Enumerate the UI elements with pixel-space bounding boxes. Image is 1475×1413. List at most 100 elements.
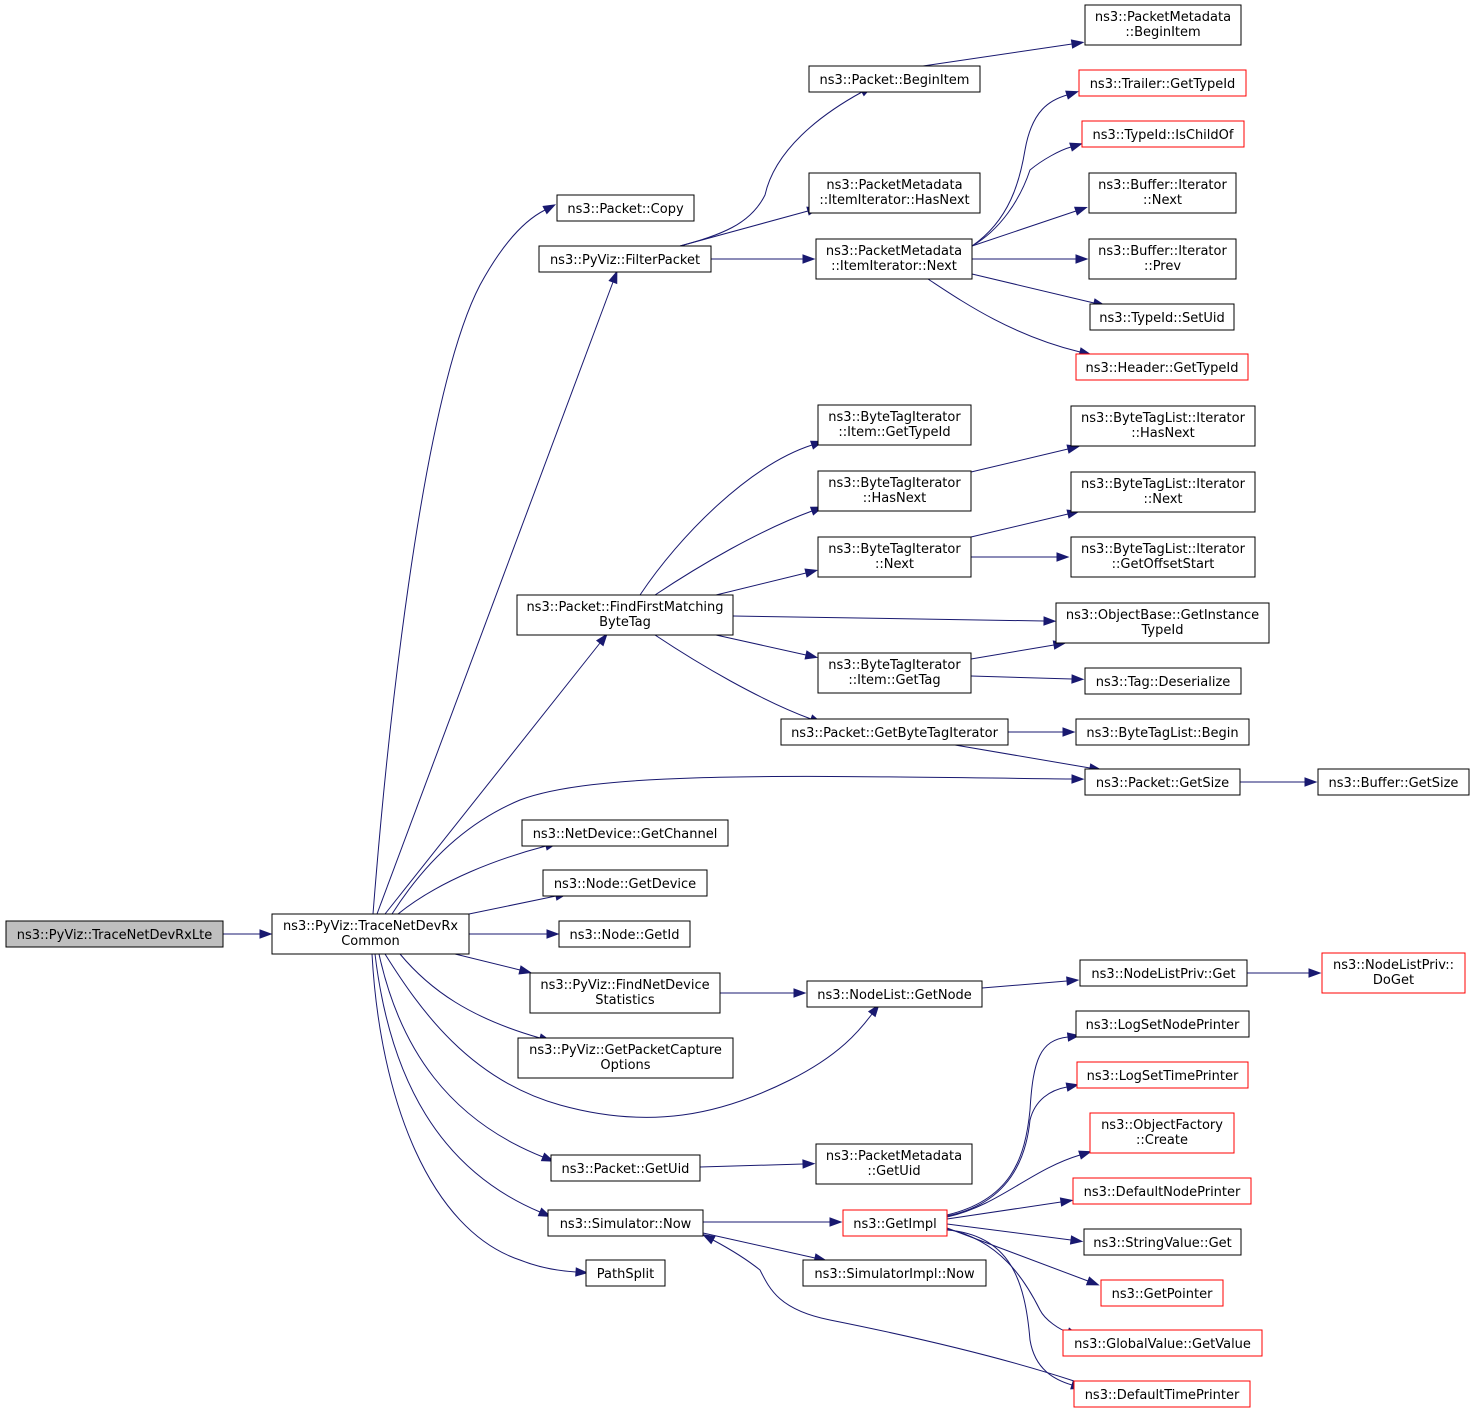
node-nlpdoget[interactable]: ns3::NodeListPriv::DoGet bbox=[1321, 952, 1466, 994]
node-objfactory[interactable]: ns3::ObjectFactory::Create bbox=[1089, 1112, 1235, 1154]
node-box bbox=[1083, 1228, 1242, 1256]
node-label: ns3::NodeListPriv::Get bbox=[1091, 967, 1235, 982]
node-label: ns3::Node::GetDevice bbox=[554, 877, 696, 892]
node-root[interactable]: ns3::PyViz::TraceNetDevRxLte bbox=[5, 920, 224, 948]
edge-pmnext-to-setuid bbox=[971, 273, 1107, 308]
node-label: ns3::ByteTagIterator bbox=[828, 542, 961, 557]
edge-filter-to-pbegin bbox=[679, 85, 873, 247]
node-label: ns3::NodeList::GetNode bbox=[817, 988, 972, 1003]
node-label: PathSplit bbox=[597, 1267, 654, 1282]
node-label: ns3::DefaultNodePrinter bbox=[1084, 1185, 1241, 1200]
node-label: ns3::Packet::FindFirstMatching bbox=[526, 600, 723, 615]
node-pgetuid[interactable]: ns3::Packet::GetUid bbox=[550, 1154, 701, 1182]
node-btihasnext[interactable]: ns3::ByteTagIterator::HasNext bbox=[817, 470, 972, 512]
node-pathsplit[interactable]: PathSplit bbox=[585, 1259, 666, 1287]
node-pmnext[interactable]: ns3::PacketMetadata::ItemIterator::Next bbox=[815, 238, 973, 280]
edge-btinext-to-btlnext bbox=[970, 509, 1081, 538]
node-label: Common bbox=[341, 934, 400, 949]
node-ischild[interactable]: ns3::TypeId::IsChildOf bbox=[1081, 120, 1245, 148]
node-box bbox=[842, 1209, 948, 1237]
edge-common-to-pcopy bbox=[372, 204, 557, 915]
node-label: ns3::Node::GetId bbox=[570, 928, 680, 943]
node-btigettag[interactable]: ns3::ByteTagIterator::Item::GetTag bbox=[817, 652, 972, 694]
edge-getimpl-to-defnode bbox=[946, 1197, 1074, 1220]
node-pmbegin[interactable]: ns3::PacketMetadata::BeginItem bbox=[1084, 4, 1242, 46]
node-label: ns3::LogSetTimePrinter bbox=[1087, 1069, 1239, 1084]
edge-pmnext-to-trailer bbox=[971, 90, 1079, 247]
call-graph-edges bbox=[223, 39, 1322, 1390]
node-trailer[interactable]: ns3::Trailer::GetTypeId bbox=[1078, 69, 1247, 97]
node-label: ns3::Buffer::Iterator bbox=[1098, 178, 1227, 193]
edge-common-to-getcapture bbox=[399, 953, 552, 1043]
node-filter[interactable]: ns3::PyViz::FilterPacket bbox=[538, 245, 712, 273]
node-label: ns3::PyViz::FilterPacket bbox=[550, 253, 700, 268]
node-btlhasnext[interactable]: ns3::ByteTagList::Iterator::HasNext bbox=[1070, 405, 1256, 447]
node-label: ::Item::GetTypeId bbox=[838, 425, 950, 440]
node-box bbox=[815, 238, 973, 280]
node-nlpget[interactable]: ns3::NodeListPriv::Get bbox=[1079, 959, 1248, 987]
node-setuid[interactable]: ns3::TypeId::SetUid bbox=[1089, 303, 1235, 331]
node-logsetnode[interactable]: ns3::LogSetNodePrinter bbox=[1075, 1010, 1250, 1038]
node-box bbox=[547, 1209, 704, 1237]
node-bufprev[interactable]: ns3::Buffer::Iterator::Prev bbox=[1088, 238, 1237, 280]
node-tagdeser[interactable]: ns3::Tag::Deserialize bbox=[1084, 667, 1242, 695]
node-box bbox=[1089, 1112, 1235, 1154]
node-btloffset[interactable]: ns3::ByteTagList::Iterator::GetOffsetSta… bbox=[1070, 536, 1256, 578]
call-graph-nodes: ns3::PyViz::TraceNetDevRxLtens3::PyViz::… bbox=[5, 4, 1470, 1408]
edge-common-to-simnow bbox=[374, 953, 552, 1217]
node-pgetsize[interactable]: ns3::Packet::GetSize bbox=[1084, 768, 1241, 796]
node-btitype[interactable]: ns3::ByteTagIterator::Item::GetTypeId bbox=[817, 404, 972, 446]
node-defnode[interactable]: ns3::DefaultNodePrinter bbox=[1072, 1177, 1252, 1205]
node-pmgetuid[interactable]: ns3::PacketMetadata::GetUid bbox=[815, 1143, 973, 1185]
node-label: ns3::Packet::GetByteTagIterator bbox=[791, 726, 999, 741]
node-logsettime[interactable]: ns3::LogSetTimePrinter bbox=[1076, 1061, 1249, 1089]
node-label: ::Next bbox=[1143, 193, 1182, 208]
node-box bbox=[1088, 238, 1237, 280]
edge-btigettag-to-objbase bbox=[970, 640, 1067, 660]
node-pmhasnext[interactable]: ns3::PacketMetadata::ItemIterator::HasNe… bbox=[808, 172, 981, 214]
node-bufgetsize[interactable]: ns3::Buffer::GetSize bbox=[1317, 768, 1470, 796]
node-getchannel[interactable]: ns3::NetDevice::GetChannel bbox=[521, 819, 729, 847]
node-getbti[interactable]: ns3::Packet::GetByteTagIterator bbox=[780, 718, 1009, 746]
node-getnode[interactable]: ns3::NodeList::GetNode bbox=[806, 980, 983, 1008]
node-label: ns3::GlobalValue::GetValue bbox=[1074, 1337, 1251, 1352]
edge-deftime-to-simnow bbox=[702, 1234, 1075, 1382]
node-getid[interactable]: ns3::Node::GetId bbox=[558, 920, 691, 948]
node-box bbox=[817, 536, 972, 578]
node-pcopy[interactable]: ns3::Packet::Copy bbox=[556, 194, 695, 222]
node-box bbox=[1055, 602, 1270, 644]
node-getpointer[interactable]: ns3::GetPointer bbox=[1100, 1279, 1224, 1307]
node-getimpl[interactable]: ns3::GetImpl bbox=[842, 1209, 948, 1237]
node-box bbox=[1084, 768, 1241, 796]
node-box bbox=[1088, 172, 1237, 214]
edge-pmnext-to-header bbox=[927, 278, 1093, 357]
node-header[interactable]: ns3::Header::GetTypeId bbox=[1075, 353, 1249, 381]
node-bufnext[interactable]: ns3::Buffer::Iterator::Next bbox=[1088, 172, 1237, 214]
edge-pmnext-to-ischild bbox=[971, 142, 1083, 247]
node-strget[interactable]: ns3::StringValue::Get bbox=[1083, 1228, 1242, 1256]
node-box bbox=[1070, 536, 1256, 578]
node-simimplnow[interactable]: ns3::SimulatorImpl::Now bbox=[802, 1259, 987, 1287]
edge-pmnext-to-bufnext bbox=[971, 206, 1088, 247]
node-getdevice[interactable]: ns3::Node::GetDevice bbox=[542, 869, 708, 897]
node-btinext[interactable]: ns3::ByteTagIterator::Next bbox=[817, 536, 972, 578]
edge-getimpl-to-logsettime bbox=[946, 1082, 1080, 1217]
node-btlbegin[interactable]: ns3::ByteTagList::Begin bbox=[1075, 718, 1250, 746]
node-simnow[interactable]: ns3::Simulator::Now bbox=[547, 1209, 704, 1237]
node-label: ns3::PacketMetadata bbox=[1095, 10, 1231, 25]
node-pbegin[interactable]: ns3::Packet::BeginItem bbox=[808, 65, 981, 93]
node-deftime[interactable]: ns3::DefaultTimePrinter bbox=[1073, 1380, 1251, 1408]
node-btlnext[interactable]: ns3::ByteTagList::Iterator::Next bbox=[1070, 471, 1256, 513]
node-box bbox=[1072, 1177, 1252, 1205]
node-label: ns3::Trailer::GetTypeId bbox=[1090, 77, 1236, 92]
node-label: Options bbox=[600, 1058, 650, 1073]
node-gvgetvalue[interactable]: ns3::GlobalValue::GetValue bbox=[1062, 1329, 1263, 1357]
edge-findnetdev-to-getnode bbox=[720, 988, 807, 998]
node-label: ns3::ByteTagList::Iterator bbox=[1081, 542, 1246, 557]
edge-nlpget-to-nlpdoget bbox=[1247, 968, 1322, 978]
